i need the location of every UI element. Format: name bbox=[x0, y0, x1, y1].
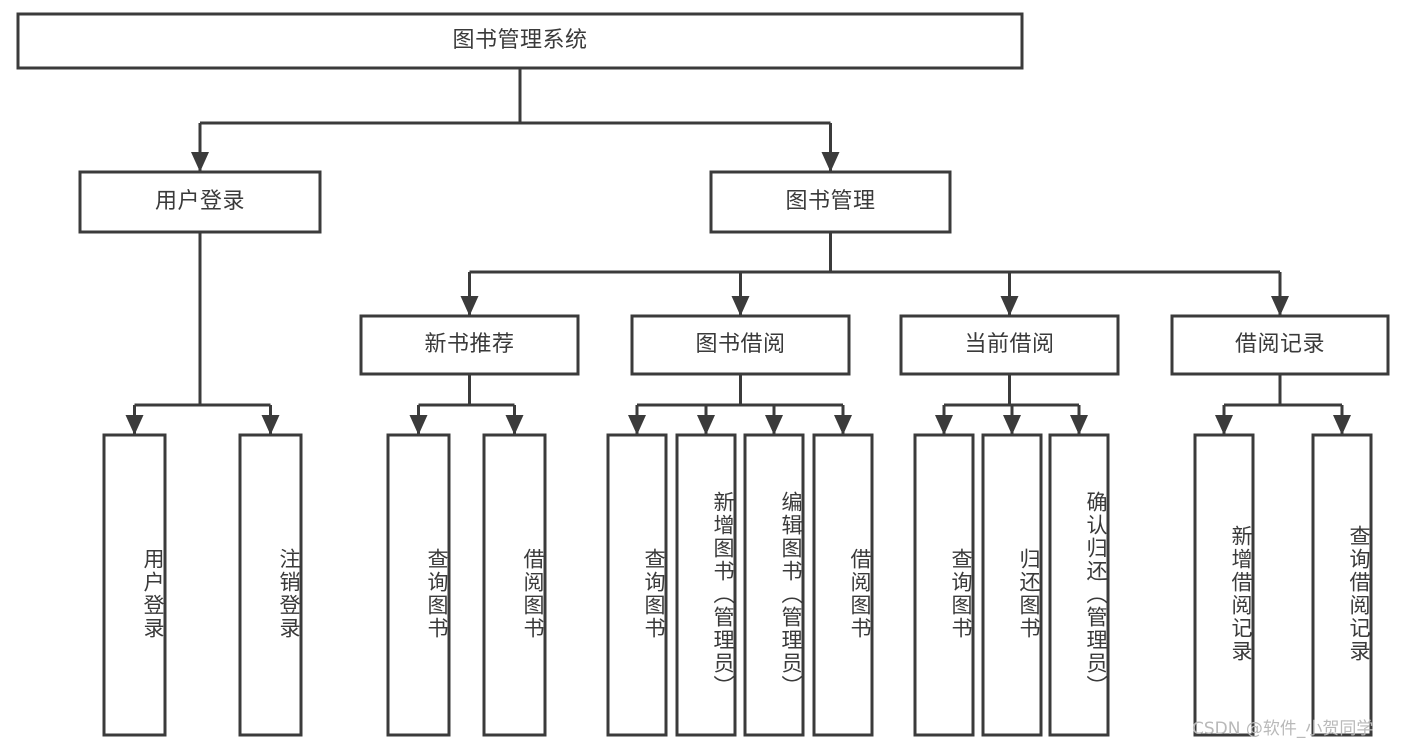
edge-arrowhead bbox=[409, 415, 428, 435]
node-box-book-borrow[interactable] bbox=[630, 314, 851, 376]
edge-arrowhead bbox=[765, 415, 783, 435]
node-box-new-book-rec[interactable] bbox=[359, 314, 580, 376]
node-box-leaf-query-book-2[interactable] bbox=[606, 433, 668, 737]
node-box-leaf-add-record[interactable] bbox=[1193, 433, 1255, 737]
node-box-leaf-user-login[interactable] bbox=[102, 433, 167, 737]
node-box-leaf-query-book-3[interactable] bbox=[913, 433, 975, 737]
edge-arrowhead bbox=[1215, 415, 1233, 435]
edge-arrowhead bbox=[1000, 296, 1019, 316]
edge-arrowhead bbox=[261, 415, 280, 435]
edge-arrowhead bbox=[731, 296, 750, 316]
node-box-leaf-confirm-return[interactable] bbox=[1048, 433, 1110, 737]
node-box-leaf-add-book[interactable] bbox=[675, 433, 737, 737]
node-box-leaf-borrow-book-1[interactable] bbox=[482, 433, 547, 737]
edge-arrowhead bbox=[1070, 415, 1088, 435]
node-box-current-borrow[interactable] bbox=[899, 314, 1120, 376]
edge-arrowhead bbox=[697, 415, 715, 435]
node-box-leaf-query-book-1[interactable] bbox=[386, 433, 451, 737]
node-box-root[interactable] bbox=[16, 12, 1024, 70]
edge-arrowhead bbox=[125, 415, 144, 435]
connector-group bbox=[125, 68, 1351, 435]
edge-arrowhead bbox=[628, 415, 646, 435]
node-box-group bbox=[16, 12, 1390, 737]
node-box-leaf-query-record[interactable] bbox=[1311, 433, 1373, 737]
node-box-leaf-edit-book[interactable] bbox=[743, 433, 805, 737]
edge-arrowhead bbox=[1333, 415, 1351, 435]
node-box-book-manage[interactable] bbox=[709, 170, 952, 234]
edge-arrowhead bbox=[460, 296, 479, 316]
node-box-leaf-return-book[interactable] bbox=[981, 433, 1043, 737]
edge-arrowhead bbox=[834, 415, 852, 435]
node-box-leaf-borrow-book-2[interactable] bbox=[812, 433, 874, 737]
edge-arrowhead bbox=[821, 152, 840, 172]
edge-arrowhead bbox=[1003, 415, 1021, 435]
edge-arrowhead bbox=[1271, 296, 1289, 316]
edge-arrowhead bbox=[505, 415, 524, 435]
edge-arrowhead bbox=[935, 415, 953, 435]
edge-arrowhead bbox=[191, 152, 209, 172]
node-box-leaf-logout[interactable] bbox=[238, 433, 303, 737]
node-box-borrow-record[interactable] bbox=[1170, 314, 1390, 376]
node-box-user-login[interactable] bbox=[78, 170, 322, 234]
